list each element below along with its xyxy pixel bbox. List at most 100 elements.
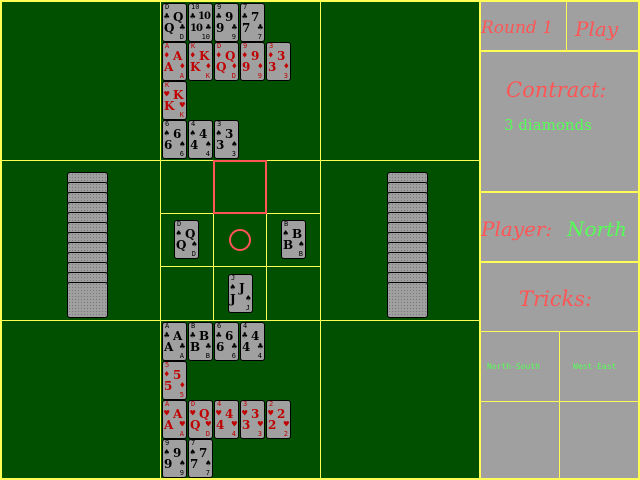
- card-rank: 4: [242, 340, 251, 354]
- suit-icon: ♣: [242, 331, 248, 341]
- suit-icon: ♥: [242, 409, 248, 419]
- suit-icon: ♣: [242, 12, 248, 22]
- card-index: B: [284, 220, 289, 228]
- card-rank: K: [199, 49, 210, 63]
- card-index: 3: [231, 150, 236, 158]
- suit-icon: ♥: [283, 420, 289, 430]
- grid-line: [320, 0, 321, 480]
- card-index: 7: [205, 469, 210, 477]
- suit-icon: ♦: [216, 51, 222, 61]
- north-play-slot-highlight[interactable]: [213, 160, 267, 214]
- card-rank: A: [164, 60, 174, 74]
- card-rank: K: [173, 88, 184, 102]
- card-rank: K: [164, 99, 175, 113]
- card-index: D: [217, 42, 222, 50]
- card-rank: 4: [190, 138, 199, 152]
- west-card-back: [67, 252, 108, 264]
- card-index: 3: [243, 400, 248, 408]
- card-rank: 6: [225, 329, 234, 343]
- suit-icon: ♣: [179, 342, 185, 352]
- suit-icon: ♥: [216, 409, 222, 419]
- suit-icon: ♥: [205, 420, 211, 430]
- suit-icon: ♣: [216, 12, 222, 22]
- card-index: 9: [231, 33, 236, 41]
- card-index: 10: [191, 3, 200, 11]
- suit-icon: ♦: [283, 62, 289, 72]
- card-index: D: [231, 72, 236, 80]
- card-index: J: [245, 304, 250, 312]
- grid-line: [160, 0, 161, 480]
- contract-label: Contract:: [506, 78, 607, 102]
- card-index: 9: [243, 42, 248, 50]
- card-index: 9: [217, 3, 222, 11]
- suit-icon: ♣: [216, 331, 222, 341]
- suit-icon: ♣: [164, 12, 170, 22]
- card-rank: B: [283, 238, 294, 252]
- card-rank: 6: [216, 340, 225, 354]
- card-index: 4: [205, 150, 210, 158]
- suit-icon: ♠: [245, 294, 251, 304]
- suit-icon: ♥: [190, 409, 196, 419]
- card-rank: 9: [242, 60, 251, 74]
- card-rank: Q: [225, 49, 236, 63]
- east-card-back: [387, 222, 428, 234]
- card-rank: 3: [242, 418, 251, 432]
- card-rank: J: [239, 281, 245, 295]
- card-index: B: [205, 352, 210, 360]
- card-rank: J: [230, 292, 236, 306]
- suit-icon: ♣: [231, 23, 237, 33]
- card-index: D: [179, 33, 184, 41]
- card-rank: 2: [268, 418, 277, 432]
- suit-icon: ♥: [164, 90, 170, 100]
- suit-icon: ♣: [190, 12, 196, 22]
- suit-icon: ♠: [190, 448, 196, 458]
- panel-divider: [481, 261, 638, 263]
- suit-icon: ♣: [231, 342, 237, 352]
- card-index: A: [165, 42, 170, 50]
- card-index: 9: [165, 439, 170, 447]
- card-index: 3: [257, 430, 262, 438]
- suit-icon: ♠: [191, 240, 197, 250]
- contract-value: 3 diamonds: [504, 116, 592, 134]
- card-rank: 9: [164, 457, 173, 471]
- suit-icon: ♥: [164, 409, 170, 419]
- grid-line: [160, 266, 320, 267]
- suit-icon: ♦: [242, 51, 248, 61]
- card-index: 10: [201, 33, 210, 41]
- card-rank: 9: [173, 446, 182, 460]
- card-index: D: [165, 3, 170, 11]
- tricks-label: Tricks:: [519, 287, 593, 311]
- suit-icon: ♦: [231, 62, 237, 72]
- card-rank: 7: [199, 446, 208, 460]
- phase-label: Play: [575, 17, 619, 41]
- card-index: B: [298, 250, 303, 258]
- card-rank: 2: [277, 407, 286, 421]
- panel-divider: [566, 2, 567, 50]
